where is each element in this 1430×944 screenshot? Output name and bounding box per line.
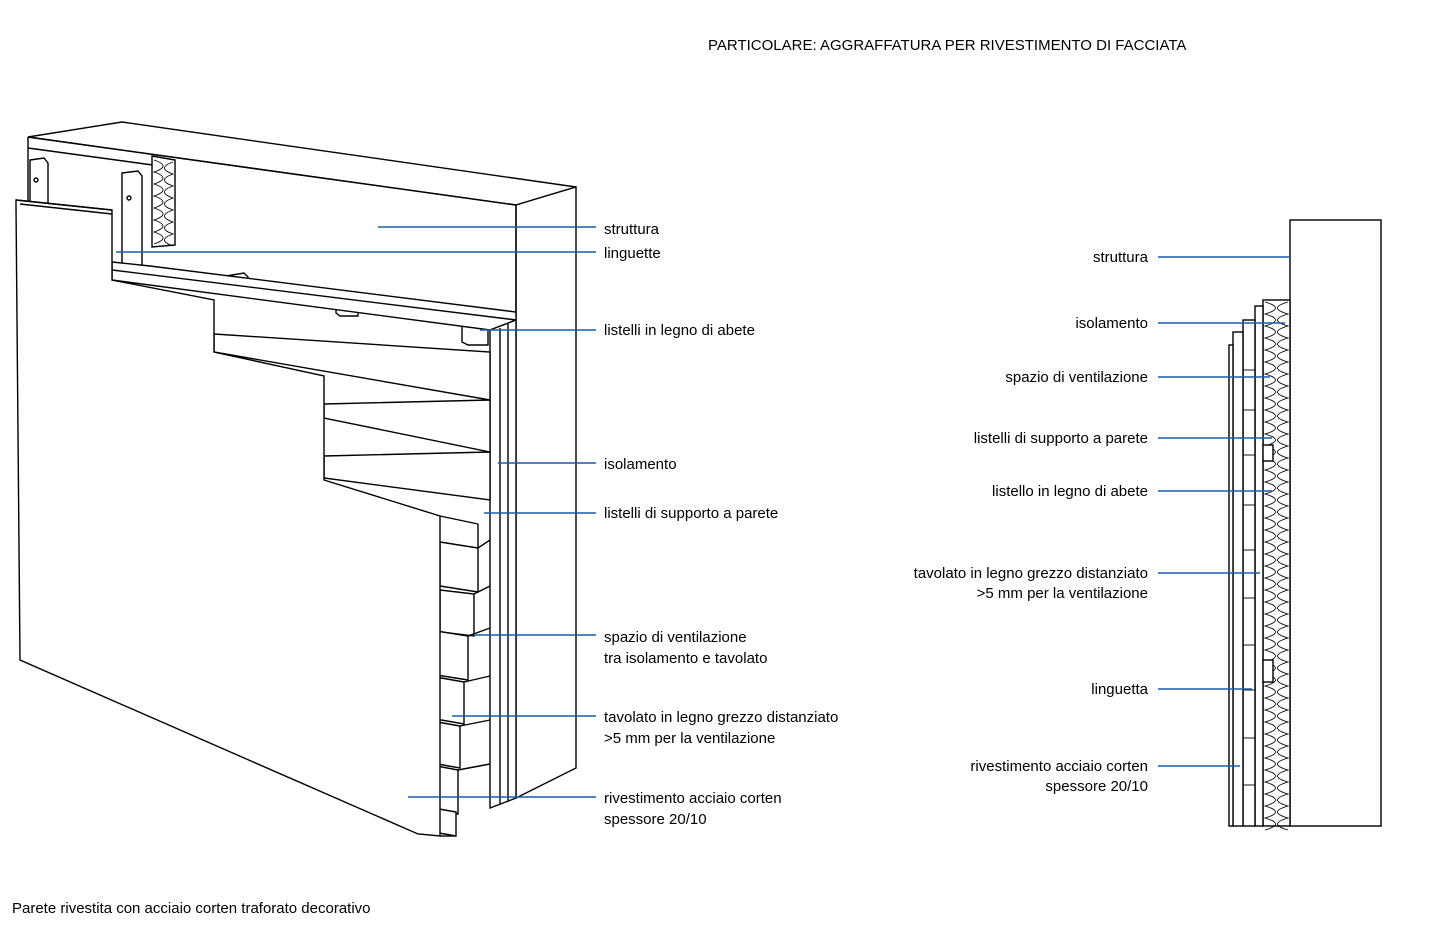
s-label-listelli: listelli di supporto a parete	[974, 430, 1148, 447]
label-isolamento: isolamento	[604, 456, 677, 473]
label-listelli-abete: listelli in legno di abete	[604, 322, 755, 339]
label-listelli-supporto: listelli di supporto a parete	[604, 505, 778, 522]
screw-icon	[33, 177, 39, 183]
label-ventilazione-1: spazio di ventilazione	[604, 629, 747, 646]
s-label-tavolato-1: tavolato in legno grezzo distanziato	[914, 565, 1148, 582]
label-rivestimento-1: rivestimento acciaio corten	[604, 790, 782, 807]
s-label-tavolato-2: >5 mm per la ventilazione	[977, 585, 1148, 602]
insulation-top	[151, 155, 176, 248]
section-view: struttura isolamento spazio di ventilazi…	[914, 219, 1382, 831]
s-label-struttura: struttura	[1093, 249, 1149, 266]
axonometric-labels: struttura linguette listelli in legno di…	[604, 221, 838, 828]
corten-cladding	[15, 199, 479, 837]
s-label-rivestimento-2: spessore 20/10	[1045, 778, 1148, 795]
section-labels: struttura isolamento spazio di ventilazi…	[914, 249, 1149, 795]
axonometric-view: struttura linguette listelli in legno di…	[15, 121, 838, 837]
s-label-isolamento: isolamento	[1075, 315, 1148, 332]
axonometric-leaders	[116, 226, 596, 798]
label-tavolato-1: tavolato in legno grezzo distanziato	[604, 709, 838, 726]
drawing-caption: Parete rivestita con acciaio corten traf…	[12, 900, 371, 917]
drawing-title: PARTICOLARE: AGGRAFFATURA PER RIVESTIMEN…	[708, 37, 1186, 54]
section-insulation	[1262, 299, 1291, 831]
screw-icon	[126, 195, 132, 201]
board-stack	[111, 269, 517, 810]
label-tavolato-2: >5 mm per la ventilazione	[604, 730, 775, 747]
s-label-ventilazione: spazio di ventilazione	[1005, 369, 1148, 386]
s-label-abete: listello in legno di abete	[992, 483, 1148, 500]
s-label-rivestimento-1: rivestimento acciaio corten	[970, 758, 1148, 775]
section-leaders	[1158, 256, 1290, 767]
label-struttura: struttura	[604, 221, 660, 238]
label-linguette: linguette	[604, 245, 661, 262]
label-ventilazione-2: tra isolamento e tavolato	[604, 650, 767, 667]
label-rivestimento-2: spessore 20/10	[604, 811, 707, 828]
section-structure	[1289, 219, 1382, 827]
s-label-linguetta: linguetta	[1091, 681, 1148, 698]
section-corten	[1228, 331, 1244, 827]
